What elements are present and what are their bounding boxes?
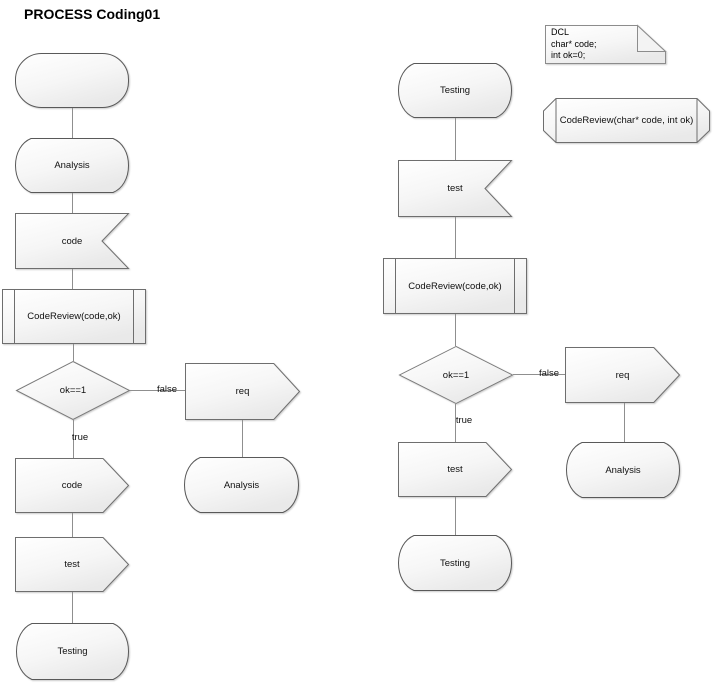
connector xyxy=(72,513,73,537)
page-title: PROCESS Coding01 xyxy=(24,6,161,22)
dcl-line-2: char* code; xyxy=(551,38,597,49)
node-label: Testing xyxy=(439,85,471,96)
connector xyxy=(455,314,456,346)
connector xyxy=(455,404,456,442)
connector xyxy=(455,217,456,258)
folded-note-shape xyxy=(545,24,667,64)
node-label: Analysis xyxy=(54,160,90,171)
node-label: test xyxy=(64,559,80,570)
node-label: test xyxy=(447,464,463,475)
node-label: code xyxy=(61,480,83,491)
node-label: ok==1 xyxy=(59,385,87,396)
node-label: req xyxy=(235,386,250,397)
dcl-line-1: DCL xyxy=(551,27,570,37)
output-signal-shape xyxy=(398,442,513,497)
right-procedure-call[interactable]: CodeReview(code,ok) xyxy=(383,258,527,314)
procedure-call-shape xyxy=(383,258,527,314)
decision-diamond-shape xyxy=(398,345,514,405)
connector xyxy=(624,403,625,442)
right-decision[interactable]: ok==1 xyxy=(398,345,514,405)
output-signal-shape xyxy=(185,363,301,420)
left-procedure-call[interactable]: CodeReview(code,ok) xyxy=(2,289,146,344)
right-state-analysis[interactable]: Analysis xyxy=(565,442,681,498)
procedure-call-shape xyxy=(2,289,146,344)
left-output-req[interactable]: req xyxy=(185,363,301,420)
connector xyxy=(455,118,456,160)
node-label: CodeReview(char* code, int ok) xyxy=(559,115,694,126)
left-output-test[interactable]: test xyxy=(15,537,130,592)
left-decision[interactable]: ok==1 xyxy=(15,360,131,421)
state-shape xyxy=(14,138,130,193)
input-signal-shape xyxy=(398,160,513,217)
left-input-code[interactable]: code xyxy=(15,213,130,269)
left-output-code[interactable]: code xyxy=(15,458,130,513)
state-shape xyxy=(397,535,513,591)
connector xyxy=(72,193,73,213)
node-label: Analysis xyxy=(223,479,260,491)
connector xyxy=(73,420,74,458)
connector xyxy=(72,592,73,623)
node-label: Analysis xyxy=(605,464,641,476)
node-label: test xyxy=(447,183,463,194)
left-state-testing[interactable]: Testing xyxy=(15,623,130,680)
right-state-testing-2[interactable]: Testing xyxy=(397,535,513,591)
connector xyxy=(513,374,565,375)
edge-label-false: false xyxy=(538,368,560,379)
right-output-test[interactable]: test xyxy=(398,442,513,497)
right-output-req[interactable]: req xyxy=(565,347,681,403)
node-label: CodeReview(code,ok) xyxy=(408,280,502,292)
state-shape xyxy=(565,442,681,498)
connector xyxy=(72,269,73,289)
output-signal-shape xyxy=(565,347,681,403)
left-state-analysis-2[interactable]: Analysis xyxy=(183,457,300,513)
node-label: code xyxy=(61,235,83,247)
connector xyxy=(242,420,243,457)
node-label xyxy=(15,53,129,108)
left-start-node[interactable] xyxy=(15,53,129,108)
state-shape xyxy=(183,457,300,513)
procedure-declaration[interactable]: CodeReview(char* code, int ok) xyxy=(543,98,710,143)
connector xyxy=(455,497,456,535)
node-label: Testing xyxy=(57,646,88,657)
edge-label-false: false xyxy=(156,384,178,395)
right-state-testing[interactable]: Testing xyxy=(397,63,513,118)
connector xyxy=(72,108,73,138)
node-label: ok==1 xyxy=(442,369,470,381)
connector xyxy=(73,344,74,361)
procedure-decl-shape xyxy=(543,98,710,143)
output-signal-shape xyxy=(15,537,130,592)
dcl-note[interactable]: DCL char* code; int ok=0; xyxy=(545,24,667,64)
node-label: Testing xyxy=(439,557,471,569)
dcl-line-3: int ok=0; xyxy=(551,50,586,60)
left-state-analysis[interactable]: Analysis xyxy=(14,138,130,193)
state-shape xyxy=(15,623,130,680)
output-signal-shape xyxy=(15,458,130,513)
edge-label-true: true xyxy=(71,432,89,443)
dcl-note-text: DCL char* code; int ok=0; xyxy=(551,27,662,62)
decision-diamond-shape xyxy=(15,360,131,421)
node-label: req xyxy=(615,369,630,381)
state-shape xyxy=(397,63,513,118)
connector xyxy=(130,390,185,391)
right-input-test[interactable]: test xyxy=(398,160,513,217)
edge-label-true: true xyxy=(455,415,473,426)
input-signal-shape xyxy=(15,213,130,269)
node-label: CodeReview(code,ok) xyxy=(27,311,121,322)
start-stadium-shape xyxy=(15,53,129,108)
